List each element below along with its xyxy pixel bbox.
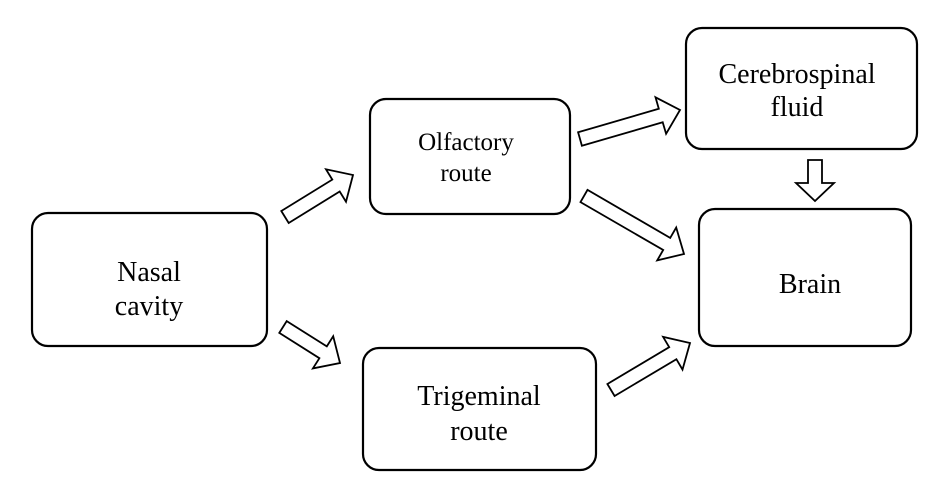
olfactory-route-label-line1: Olfactory <box>418 129 514 156</box>
olfactory-route-label-line2: route <box>440 160 491 187</box>
trigeminal-route-node: Trigeminal route <box>361 346 598 472</box>
arrow-olfactory-to-csf <box>576 95 682 147</box>
csf-label-line1: Cerebrospinal <box>718 59 875 90</box>
nasal-cavity-label-line2: cavity <box>115 291 183 322</box>
trigeminal-route-label-line1: Trigeminal <box>417 381 541 412</box>
trigeminal-route-label-line2: route <box>450 416 508 447</box>
olfactory-route-box <box>368 97 572 216</box>
arrow-csf-to-brain <box>793 159 837 203</box>
arrow-olfactory-to-brain <box>579 188 686 262</box>
olfactory-route-node: Olfactory route <box>368 97 572 216</box>
nasal-cavity-box <box>30 211 269 348</box>
nasal-cavity-node: Nasal cavity <box>30 211 269 348</box>
nasal-cavity-label-line1: Nasal <box>117 257 181 288</box>
arrow-trigeminal-to-brain <box>606 335 692 398</box>
arrow-nasal-to-olfactory <box>280 167 355 225</box>
arrow-nasal-to-trigeminal <box>278 319 342 370</box>
brain-node: Brain <box>697 207 913 348</box>
brain-label: Brain <box>779 269 841 300</box>
csf-box <box>684 26 919 151</box>
csf-node: Cerebrospinal fluid <box>684 26 919 151</box>
trigeminal-route-box <box>361 346 598 472</box>
csf-label-line2: fluid <box>771 92 824 123</box>
brain-box <box>697 207 913 348</box>
